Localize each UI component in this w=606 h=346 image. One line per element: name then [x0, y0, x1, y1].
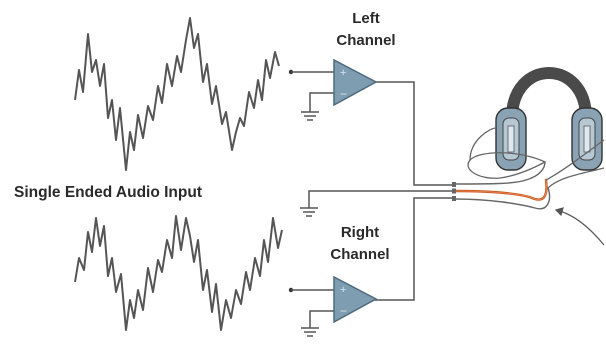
common-ground-wiring [300, 190, 455, 217]
left-amp-wiring [291, 71, 455, 186]
svg-text:+: + [340, 284, 346, 296]
earcup-cable-loops [467, 127, 605, 189]
right-amp-wiring [291, 197, 455, 337]
pointer-arrow [554, 207, 605, 246]
input-label: Single Ended Audio Input [14, 184, 202, 201]
headphone-headband [506, 67, 592, 124]
headphone-cable [453, 161, 551, 210]
right-input-waveform [74, 215, 283, 331]
headphones [495, 67, 603, 171]
left-channel-label-line2: Channel [336, 32, 396, 49]
right-channel-label-line2: Channel [330, 246, 390, 263]
svg-text:−: − [340, 87, 347, 101]
svg-text:+: + [340, 67, 346, 79]
left-input-waveform [74, 17, 280, 171]
right-amplifier [333, 275, 378, 324]
left-channel-label-line1: Left [352, 10, 380, 27]
right-channel-label: Right Channel [300, 222, 420, 266]
right-channel-label-line1: Right [340, 224, 380, 241]
cable-ferrules [452, 182, 456, 201]
left-channel-label: Left Channel [306, 8, 426, 52]
svg-text:−: − [340, 304, 347, 318]
left-amplifier [333, 58, 378, 107]
